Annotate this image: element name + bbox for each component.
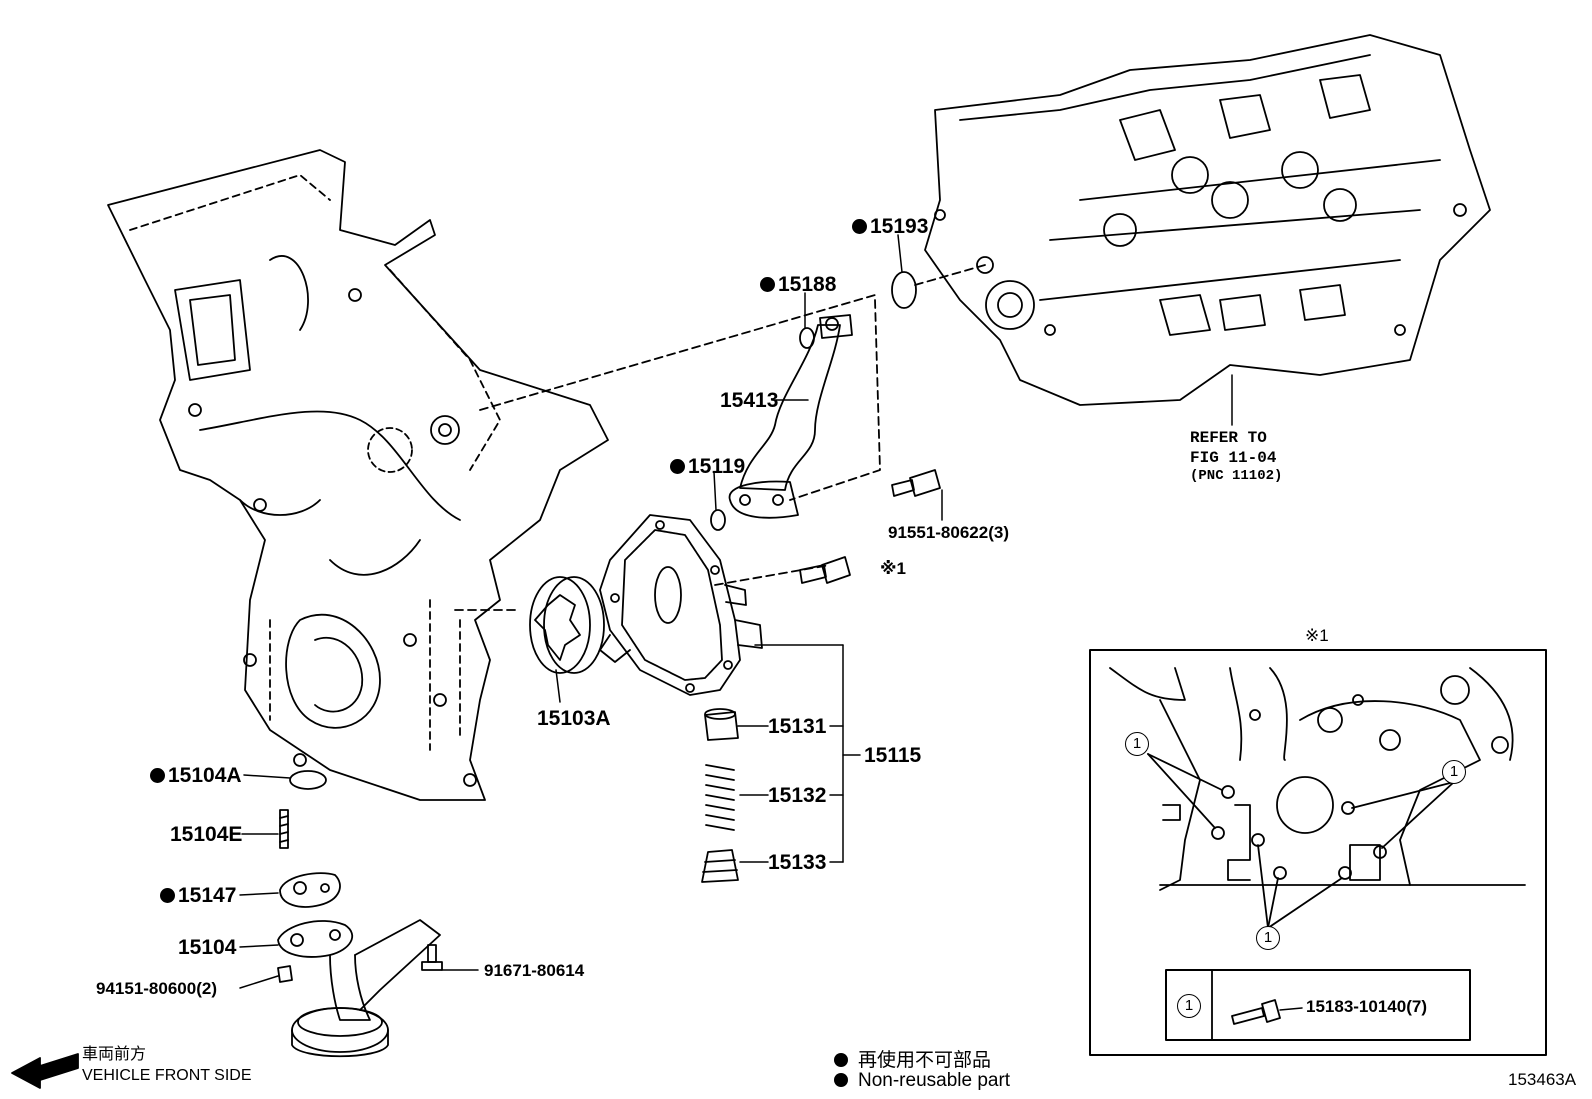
reference-note: REFER TO FIG 11-04 (PNC 11102) bbox=[1190, 428, 1282, 486]
label-15413: 15413 bbox=[720, 389, 779, 412]
label-15188: 15188 bbox=[760, 274, 836, 295]
figure-number: 153463A bbox=[1508, 1070, 1577, 1089]
pump-rotor-drawing bbox=[529, 576, 605, 674]
label-15104: 15104 bbox=[178, 936, 237, 959]
label-15115: 15115 bbox=[864, 744, 922, 767]
vehicle-front-note: 車両前方 VEHICLE FRONT SIDE bbox=[82, 1045, 252, 1087]
timing-cover-drawing bbox=[107, 149, 609, 801]
label-15132: 15132 bbox=[768, 784, 827, 807]
reference-line-3: (PNC 11102) bbox=[1190, 468, 1283, 484]
label-15193: 15193 bbox=[852, 216, 928, 237]
label-15133: 15133 bbox=[768, 851, 827, 874]
reference-line-1: REFER TO bbox=[1190, 429, 1267, 447]
installation-lines bbox=[454, 264, 986, 611]
label-15119: 15119 bbox=[670, 456, 745, 477]
o-ring-15104A bbox=[289, 770, 327, 790]
o-ring-15119 bbox=[710, 509, 726, 531]
vehicle-front-jp: 車両前方 bbox=[82, 1046, 147, 1063]
inset-circle-marker-bottom: 1 bbox=[1256, 926, 1280, 950]
inset-title: ※1 bbox=[1305, 626, 1329, 645]
inset-table-circle-marker: 1 bbox=[1177, 994, 1201, 1018]
legend-bullet-icon bbox=[834, 1053, 848, 1067]
reference-line-2: FIG 11-04 bbox=[1190, 449, 1277, 467]
label-15147: 15147 bbox=[160, 885, 236, 906]
inset-panel bbox=[1089, 649, 1547, 1056]
oil-strainer-tube-drawing bbox=[728, 314, 853, 519]
inset-bolt-label: 15183-10140(7) bbox=[1306, 997, 1427, 1016]
relief-valve-parts bbox=[701, 708, 739, 883]
oil-pump-body-drawing bbox=[599, 514, 763, 696]
bolt-91551 bbox=[891, 469, 941, 497]
oil-strainer-parts bbox=[277, 809, 443, 1058]
inset-circle-marker-left: 1 bbox=[1125, 732, 1149, 756]
label-15104E: 15104E bbox=[170, 823, 243, 846]
cylinder-head-drawing bbox=[924, 34, 1491, 406]
label-91551-80622: 91551-80622(3) bbox=[888, 523, 1009, 542]
label-15131: 15131 bbox=[768, 715, 827, 738]
o-ring-15193 bbox=[891, 271, 917, 309]
legend-jp: 再使用不可部品 bbox=[834, 1045, 991, 1072]
legend-bullet-icon bbox=[834, 1073, 848, 1087]
front-arrow-icon bbox=[11, 1053, 79, 1089]
vehicle-front-en: VEHICLE FRONT SIDE bbox=[82, 1066, 252, 1084]
inset-circle-marker-right: 1 bbox=[1442, 760, 1466, 784]
bolt-ref1 bbox=[799, 556, 851, 584]
label-ref1: ※1 bbox=[880, 559, 906, 578]
o-ring-15188 bbox=[799, 327, 815, 349]
label-91671-80614: 91671-80614 bbox=[484, 961, 585, 980]
leader-lines bbox=[239, 234, 1233, 989]
label-15103A: 15103A bbox=[537, 707, 611, 730]
legend-en: Non-reusable part bbox=[834, 1070, 1010, 1092]
label-94151-80600: 94151-80600(2) bbox=[96, 979, 217, 998]
label-15104A: 15104A bbox=[150, 765, 242, 786]
